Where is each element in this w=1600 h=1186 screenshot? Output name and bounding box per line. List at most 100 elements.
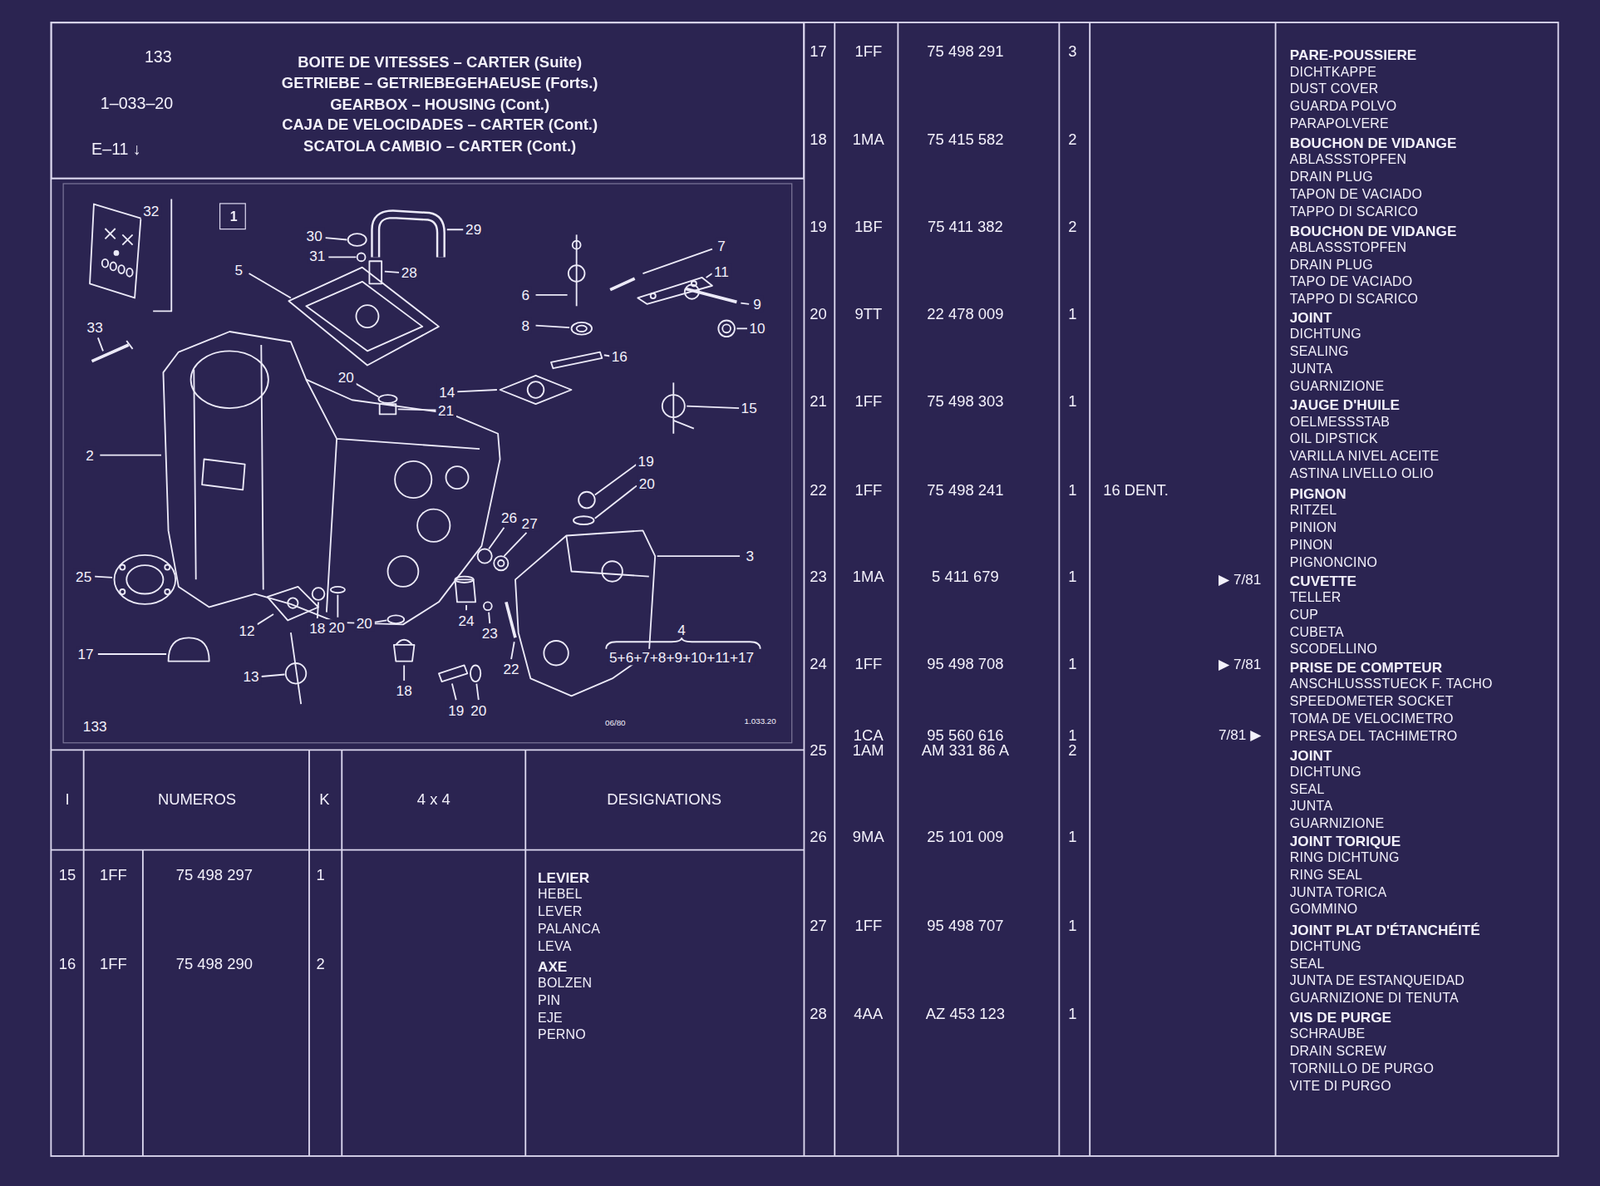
lower-parts: [395, 640, 413, 645]
callout-number: 7: [715, 237, 728, 255]
plugs-and-seals: [354, 382, 437, 410]
part-translation: JUNTA: [1289, 799, 1333, 815]
table-grid: [50, 748, 804, 751]
part-number: AM 331 86 A: [921, 741, 1010, 759]
part-translation: DICHTUNG: [1289, 939, 1362, 955]
part-name: PARE-POUSSIERE: [1289, 46, 1418, 64]
callout-number: 19: [446, 702, 467, 719]
part-translation: LEVA: [537, 939, 572, 955]
callout-number: 19: [635, 452, 656, 470]
lower-parts: [317, 595, 339, 619]
selector-parts: [686, 406, 740, 409]
plugs-and-seals: [493, 556, 508, 571]
part-translation: JUNTA: [1289, 361, 1333, 377]
callout-number: 28: [398, 264, 419, 281]
lower-parts: [330, 586, 345, 593]
housing-main: [446, 466, 469, 489]
callout-number: 8: [519, 317, 532, 335]
part-number: 75 498 291: [926, 42, 1004, 60]
breather-hose: [325, 229, 464, 273]
heading-text: SCATOLA CAMBIO – CARTER (Cont.): [303, 137, 576, 155]
supplier-code: 1FF: [99, 954, 128, 972]
part-number: AZ 453 123: [925, 1004, 1005, 1023]
part-translation: HEBEL: [537, 887, 583, 903]
part-translation: TORNILLO DE PURGO: [1289, 1061, 1434, 1077]
table-grid: [833, 22, 836, 1157]
quantity: 3: [1068, 42, 1077, 60]
breather-hose: [375, 214, 442, 258]
selector-parts: [572, 241, 581, 250]
part-translation: SEALING: [1289, 344, 1349, 360]
housing-rear: [515, 530, 740, 696]
item-index: 22: [809, 481, 827, 499]
item-index: 23: [809, 567, 827, 586]
plate-inset: [118, 265, 124, 274]
part-translation: PRESA DEL TACHIMETRO: [1289, 728, 1458, 744]
item-index: 26: [809, 827, 827, 846]
part-name: JOINT: [1289, 309, 1333, 326]
column-header: I: [64, 790, 69, 808]
lower-parts: [285, 663, 307, 685]
table-grid: [308, 749, 311, 1157]
callout-number: 12: [236, 622, 257, 640]
part-translation: PALANCA: [537, 921, 601, 937]
callout-number: 13: [241, 668, 261, 685]
part-translation: BOLZEN: [537, 975, 592, 991]
lower-parts: [455, 576, 474, 583]
callout-number: 23: [479, 625, 500, 643]
quantity: 1: [1068, 1004, 1077, 1023]
part-number: 5 411 679: [931, 567, 1000, 586]
quantity: 1: [1068, 916, 1077, 935]
part-translation: SCHRAUBE: [1289, 1027, 1366, 1043]
plate-inset: [89, 198, 172, 361]
part-translation: CUBETA: [1289, 625, 1344, 640]
part-translation: EJE: [537, 1010, 563, 1026]
part-number: 22 478 009: [926, 304, 1004, 322]
item-index: 16: [59, 954, 76, 972]
part-name: LEVIER: [537, 869, 590, 887]
part-translation: TAPPO DI SCARICO: [1289, 292, 1418, 308]
callout-number: 20: [326, 619, 347, 636]
supplier-code: 1FF: [854, 42, 882, 60]
heading-text: GEARBOX – HOUSING (Cont.): [329, 95, 550, 114]
plate-inset: [104, 228, 133, 246]
plugs-and-seals: [578, 492, 596, 509]
heading-text: 133: [144, 47, 173, 67]
supplier-code: 1FF: [854, 916, 882, 935]
lower-parts: [605, 637, 760, 650]
part-translation: ASTINA LIVELLO OLIO: [1289, 467, 1434, 483]
part-number: 75 498 297: [176, 866, 253, 884]
column-header: 4 x 4: [417, 790, 451, 808]
lower-parts: [267, 586, 319, 621]
callout-number: 33: [84, 319, 105, 336]
quantity: 2: [1068, 217, 1077, 236]
part-translation: DRAIN PLUG: [1289, 169, 1374, 185]
breather-hose: [348, 233, 367, 247]
part-translation: GUARNIZIONE: [1289, 379, 1385, 394]
lower-parts: [256, 614, 274, 625]
housing-main: [201, 458, 246, 490]
top-cover: [288, 267, 439, 366]
item-index: 18: [809, 129, 827, 148]
lower-parts: [164, 589, 170, 595]
callout-number: 25: [73, 568, 94, 586]
selector-parts: [672, 382, 675, 434]
part-translation: VITE DI PURGO: [1289, 1078, 1392, 1094]
header-panel: 1331–033–20E–11 ↓BOITE DE VITESSES – CAR…: [50, 22, 804, 179]
lower-parts: [260, 674, 285, 677]
part-translation: PINION: [1289, 521, 1337, 537]
selector-parts: [500, 375, 572, 404]
callout-number: 24: [456, 612, 477, 630]
change-mark: ▶ 7/81: [1218, 571, 1261, 588]
quantity: 1: [1068, 392, 1077, 410]
supplier-code: 1FF: [854, 481, 882, 499]
plugs-and-seals: [573, 516, 595, 525]
selector-parts: [642, 249, 712, 274]
part-translation: PIGNONCINO: [1289, 556, 1378, 572]
plate-inset: [126, 268, 133, 277]
callout-number: 16: [609, 348, 630, 365]
selector-parts: [684, 285, 700, 300]
part-translation: TELLER: [1289, 590, 1342, 606]
housing-main: [193, 344, 480, 613]
assembly-note: 5+6+7+8+9+10+11+17: [607, 649, 757, 666]
